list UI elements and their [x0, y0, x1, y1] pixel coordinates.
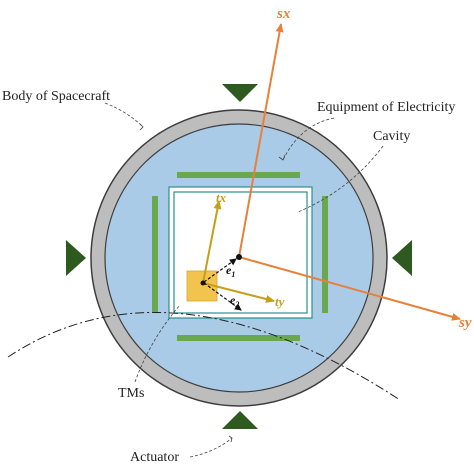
actuator-callout — [189, 437, 233, 458]
body-callout-tick — [139, 123, 144, 131]
spacecraft-origin — [236, 254, 242, 260]
e2-label: e2 — [230, 293, 239, 309]
tms-label: TMs — [118, 386, 144, 401]
e1-vector — [203, 258, 237, 283]
actuator-left — [66, 240, 86, 276]
body-callout — [104, 102, 144, 128]
cavity-label: Cavity — [373, 129, 410, 144]
sy-label: sy — [458, 315, 472, 331]
electrode-bar-top — [177, 172, 300, 178]
tx-axis-arrow — [202, 200, 222, 284]
e2-vector — [203, 282, 242, 311]
actuator-right — [392, 240, 412, 276]
equipment-callout-tick — [278, 154, 286, 161]
equipment-callout — [282, 117, 335, 161]
electrode-bar-right — [322, 196, 328, 313]
sx-label: sx — [276, 6, 291, 22]
sy-axis-arrow — [238, 256, 461, 321]
actuator-label: Actuator — [130, 450, 179, 465]
orbit-arc — [7, 311, 401, 401]
ty-label: ty — [275, 294, 285, 309]
actuator-callout-tick — [228, 435, 233, 443]
electrode-bar-bottom — [177, 335, 300, 341]
equipment-of-electricity-label: Equipment of Electricity — [317, 100, 455, 115]
tx-label: tx — [216, 190, 227, 205]
tms-callout — [134, 304, 181, 383]
body-of-spacecraft-label: Body of Spacecraft — [2, 89, 110, 104]
tm-origin — [200, 280, 206, 286]
actuator-bottom — [222, 411, 258, 429]
electrode-bar-left — [152, 196, 158, 313]
ty-axis-arrow — [202, 282, 275, 303]
e1-label: e1 — [226, 263, 235, 279]
sx-axis-arrow — [238, 23, 284, 258]
cavity-callout — [297, 145, 384, 213]
actuator-top — [222, 84, 258, 102]
